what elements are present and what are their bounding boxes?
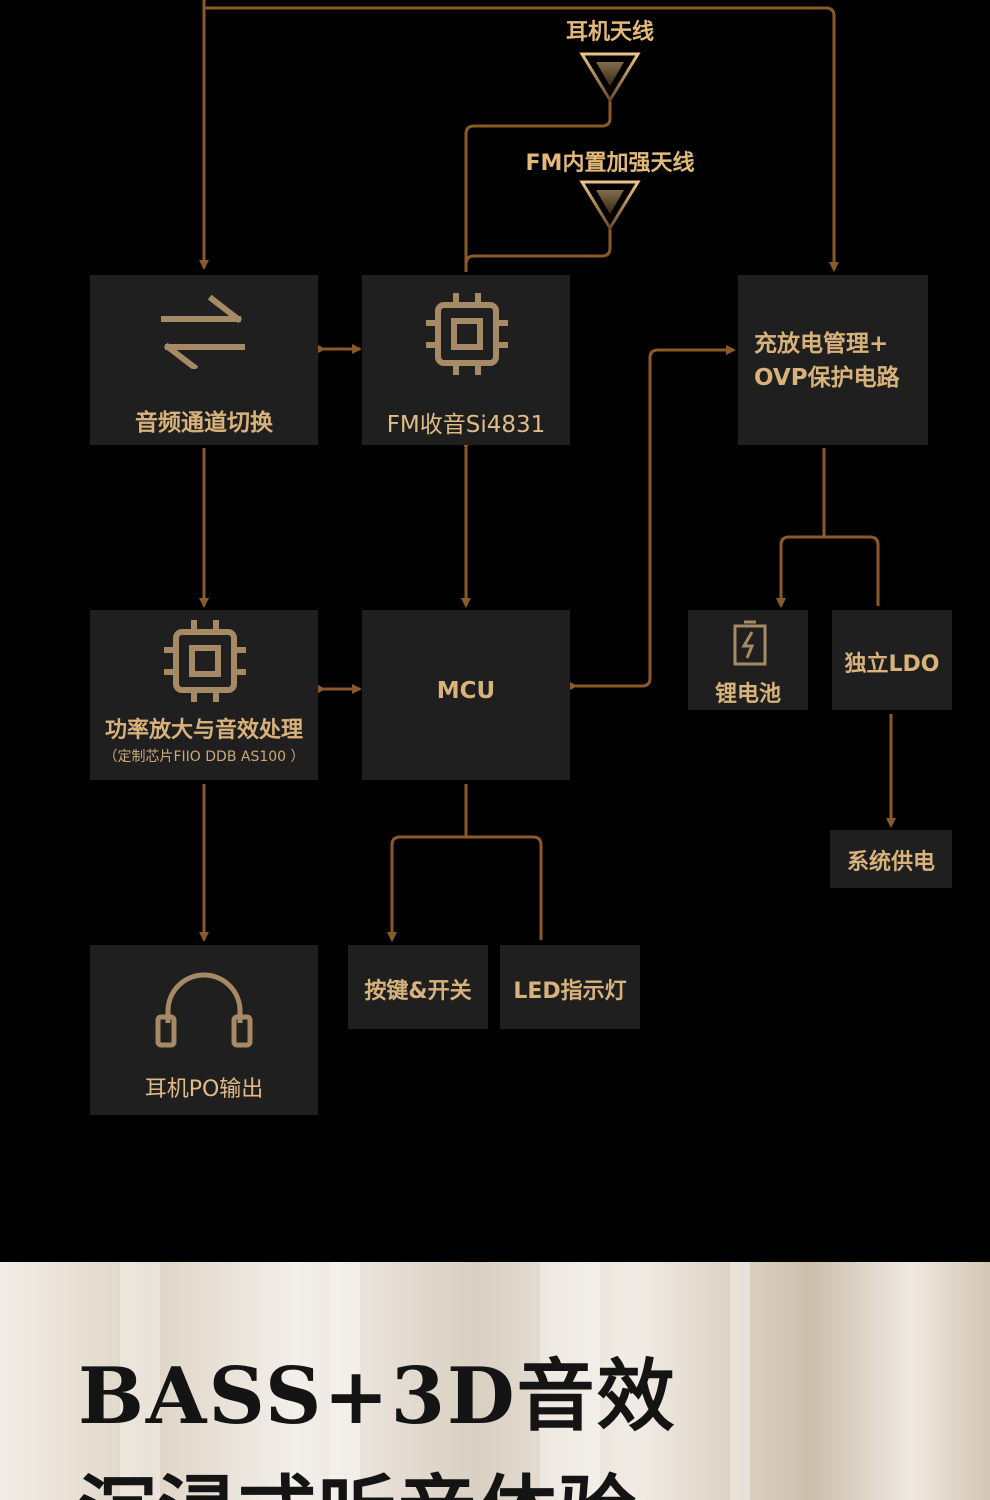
battery-label: 锂电池 bbox=[688, 676, 808, 708]
headphone-out-block: 耳机PO输出 bbox=[90, 945, 318, 1115]
fm-antenna-label: FM内置加强天线 bbox=[490, 145, 730, 177]
chip-icon bbox=[422, 289, 512, 379]
audio-switch-block: 音频通道切换 bbox=[90, 275, 318, 445]
battery-charging-icon bbox=[732, 620, 768, 666]
chip-icon bbox=[160, 616, 250, 706]
promo-banner: BASS+3D音效 沉浸式听音体验 bbox=[0, 1262, 990, 1500]
banner-headline-2: 沉浸式听音体验 bbox=[78, 1450, 638, 1500]
amp-label: 功率放大与音效处理 bbox=[90, 712, 318, 744]
ldo-label: 独立LDO bbox=[832, 646, 952, 678]
wire-top-to-charge bbox=[204, 8, 834, 270]
keys-label: 按键&开关 bbox=[348, 973, 488, 1005]
system-power-block: 系统供电 bbox=[830, 830, 952, 888]
charge-management-block: 充放电管理+ OVP保护电路 bbox=[738, 275, 928, 445]
wire-mcu-split bbox=[392, 784, 541, 940]
keys-block: 按键&开关 bbox=[348, 945, 488, 1029]
led-label: LED指示灯 bbox=[500, 973, 640, 1005]
led-block: LED指示灯 bbox=[500, 945, 640, 1029]
amp-note: （定制芯片FIIO DDB AS100 ） bbox=[90, 746, 318, 766]
mcu-label: MCU bbox=[362, 678, 570, 704]
fm-radio-label: FM收音Si4831 bbox=[362, 405, 570, 439]
mcu-block: MCU bbox=[362, 610, 570, 780]
charge-line-2: OVP保护电路 bbox=[754, 361, 928, 395]
battery-block: 锂电池 bbox=[688, 610, 808, 710]
earphone-antenna-icon bbox=[582, 54, 638, 100]
charge-management-label: 充放电管理+ OVP保护电路 bbox=[754, 327, 928, 395]
fm-radio-block: FM收音Si4831 bbox=[362, 275, 570, 445]
audio-switch-label: 音频通道切换 bbox=[90, 403, 318, 437]
banner-headline-1: BASS+3D音效 bbox=[78, 1334, 677, 1446]
earphone-antenna-label: 耳机天线 bbox=[530, 14, 690, 46]
system-power-label: 系统供电 bbox=[830, 844, 952, 876]
headphone-out-label: 耳机PO输出 bbox=[90, 1071, 318, 1103]
ldo-block: 独立LDO bbox=[832, 610, 952, 710]
fm-antenna-icon bbox=[582, 182, 638, 228]
amp-block: 功率放大与音效处理 （定制芯片FIIO DDB AS100 ） bbox=[90, 610, 318, 780]
headphones-icon bbox=[154, 967, 254, 1051]
swap-arrows-icon bbox=[160, 295, 246, 369]
wire-charge-split bbox=[781, 448, 878, 606]
charge-line-1: 充放电管理+ bbox=[754, 327, 928, 361]
wire-fm-antenna bbox=[466, 228, 610, 264]
